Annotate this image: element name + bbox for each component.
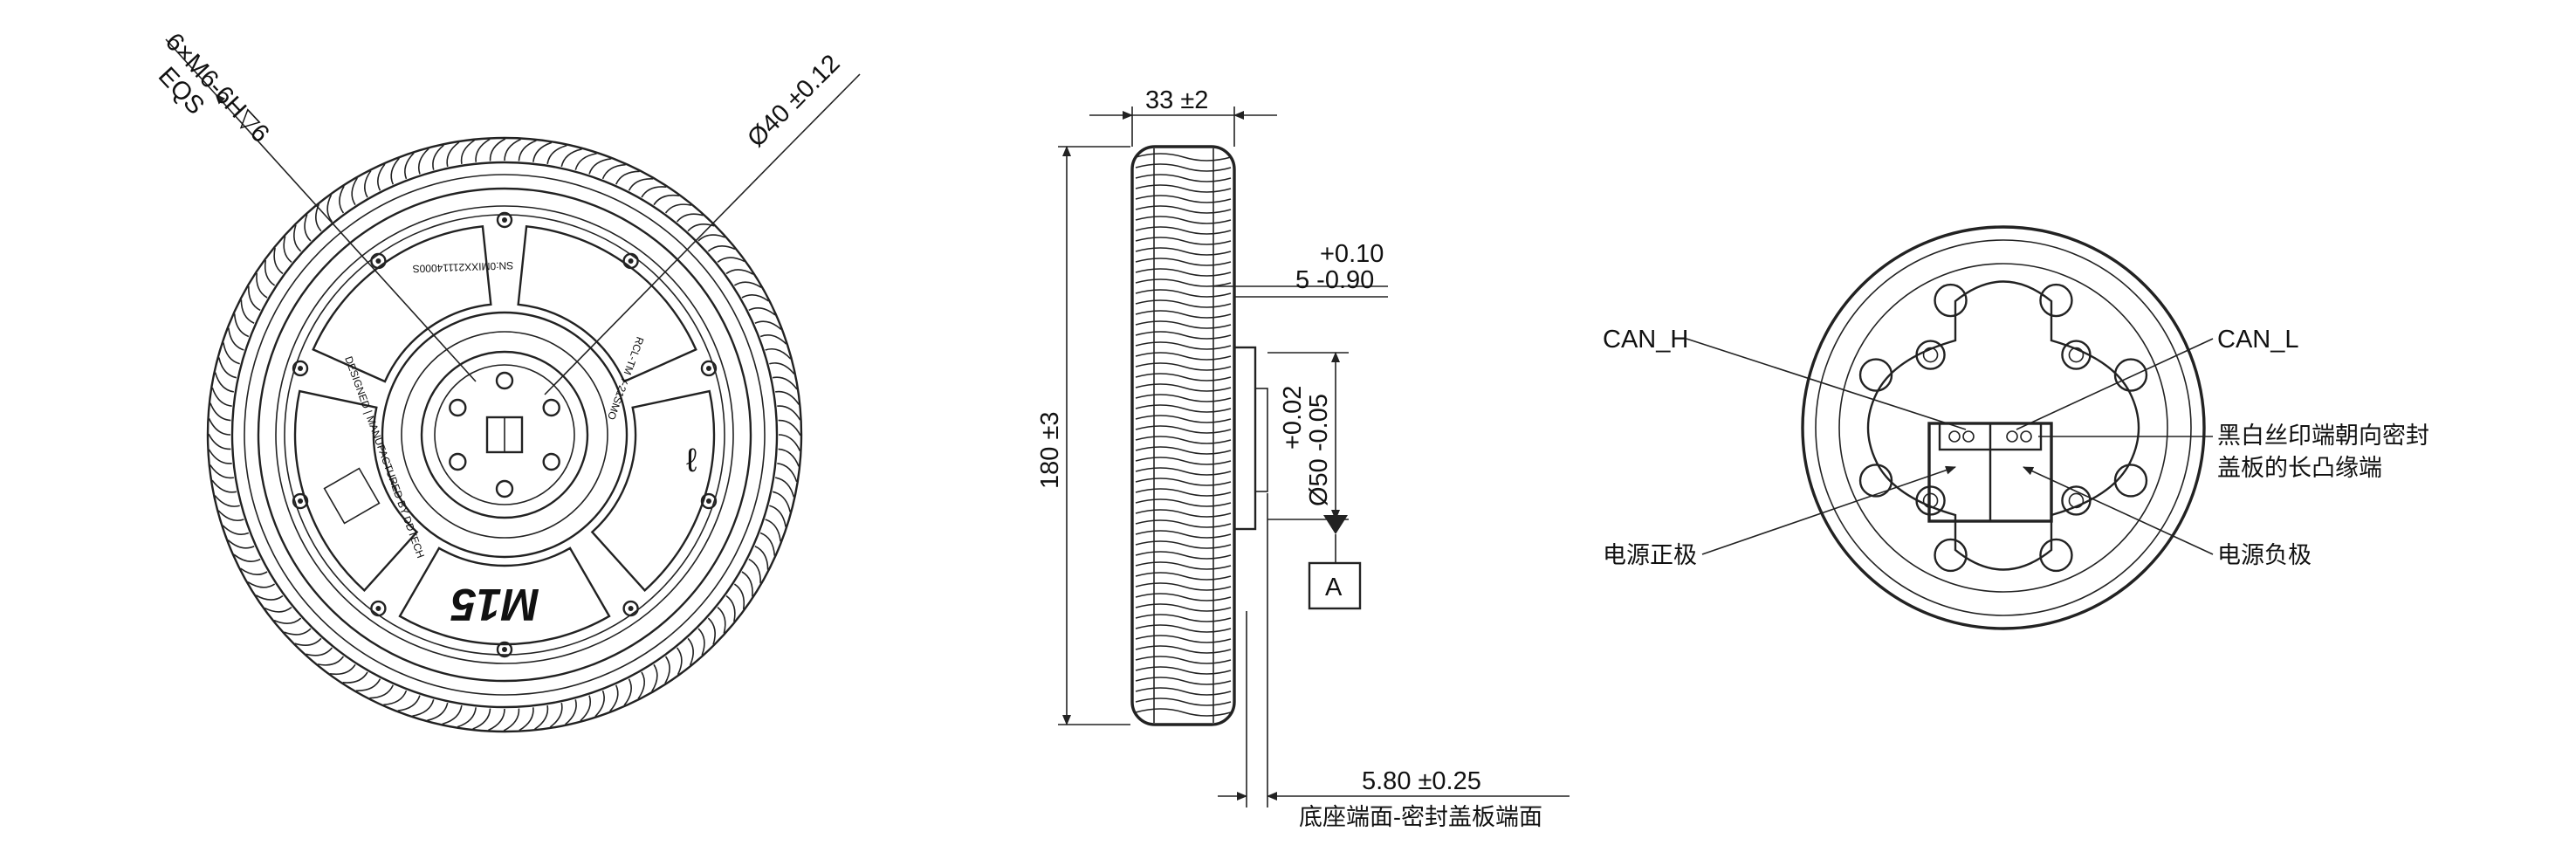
datum-triangle: [1323, 515, 1348, 534]
leader-can-l: [2016, 338, 2214, 430]
cover-text-3: RCL-TM Y-21SMO: [605, 335, 646, 422]
thread-leader: [215, 93, 477, 382]
hub-boss: [1233, 346, 1257, 531]
dim-height: 180 ±3: [1036, 412, 1064, 490]
dim-bottom: 5.80 ±0.25: [1362, 767, 1481, 795]
leader-can-h: [1686, 338, 1967, 430]
hub-outer-2: [1815, 239, 2192, 616]
label-positive: 电源正极: [1603, 542, 1697, 568]
dim-diameter-upper: +0.02: [1279, 386, 1307, 450]
hub-bearing-ring: [1838, 263, 2168, 593]
note-line-1: 黑白丝印端朝向密封: [2217, 423, 2429, 449]
rim-inner-2: [284, 214, 725, 656]
connector-flange: [1866, 280, 2140, 571]
rim-screws: [292, 211, 718, 658]
hub-holes: [1858, 283, 2148, 573]
hub-flange: [401, 331, 608, 539]
cover-text-2: SN:0MIXX21114000S: [412, 259, 513, 275]
cover-panels: [293, 224, 716, 646]
dim-offset-upper: +0.10: [1320, 240, 1384, 268]
tire-tread-pattern: [1135, 148, 1232, 723]
tire-inner-edge: [230, 161, 779, 709]
hub-view: CAN_H CAN_L 黑白丝印端朝向密封 盖板的长凸缘端 电源正极 电源负极: [1603, 225, 2429, 630]
datum-box: [1308, 561, 1362, 610]
label-can-l: CAN_L: [2217, 326, 2299, 354]
bike-icon: ℓ: [686, 443, 697, 479]
rim-outer: [244, 174, 766, 696]
rim-edge: [257, 187, 752, 683]
rim-inner: [275, 205, 734, 664]
diameter-callout: Ø40 ±0.12: [742, 50, 845, 153]
leader-positive: [1701, 465, 1956, 555]
side-view: 33 ±2 180 ±3 +0.10 5 -0.90 +0.02 Ø50 -0.…: [1036, 86, 1570, 830]
leader-negative: [2023, 466, 2214, 555]
note-bottom: 底座端面-密封盖板端面: [1299, 804, 1542, 830]
label-negative: 电源负极: [2217, 542, 2312, 568]
hub-ring: [381, 311, 629, 559]
brand-mark: M15: [450, 579, 539, 629]
hub-outer: [1801, 225, 2206, 630]
tire-tread-ring: [206, 136, 803, 733]
dim-offset-lower: 5 -0.90: [1295, 266, 1374, 294]
note-line-2: 盖板的长凸缘端: [2217, 455, 2382, 481]
hub-inner: [434, 364, 575, 505]
diameter-leader: [544, 144, 791, 395]
front-view: ℓ M15 DESIGNED | MANUFACTURED BY DDTECH …: [153, 28, 861, 733]
hub-bolt-holes: [449, 371, 560, 498]
square-mark: [323, 467, 381, 525]
datum-label: A: [1325, 574, 1343, 601]
label-can-h: CAN_H: [1603, 326, 1688, 354]
dim-width: 33 ±2: [1145, 86, 1208, 114]
dim-diameter-lower: Ø50 -0.05: [1305, 394, 1333, 506]
hub-core: [420, 350, 589, 519]
hub-flange-side: [1254, 388, 1268, 492]
